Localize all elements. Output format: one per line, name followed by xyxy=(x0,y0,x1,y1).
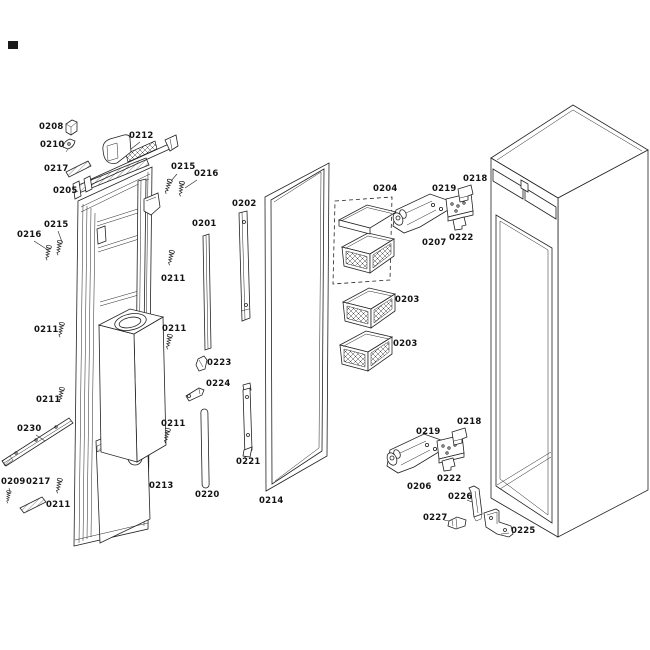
part-label-0210: 0210 xyxy=(40,140,65,150)
door-gasket xyxy=(264,162,330,492)
part-label-0216-top: 0216 xyxy=(194,169,219,179)
screw-icon-0211-f xyxy=(54,477,64,494)
cap-0208-icon xyxy=(65,119,78,136)
cabinet-body xyxy=(490,104,649,538)
door-bin xyxy=(341,232,395,274)
part-label-0224: 0224 xyxy=(206,379,231,389)
part-label-0203-b: 0203 xyxy=(393,339,418,349)
hinge-plate-0222-bottom xyxy=(441,457,456,472)
part-label-0211-e: 0211 xyxy=(161,419,186,429)
part-label-0211-a: 0211 xyxy=(161,274,186,284)
trim-bar-0202 xyxy=(238,210,251,322)
cabinet-top-trim-left xyxy=(492,168,524,200)
part-label-0211-f: 0211 xyxy=(46,500,71,510)
door-bin-0203-b xyxy=(339,330,393,372)
part-label-0203-a: 0203 xyxy=(395,295,420,305)
foot-bracket-0225 xyxy=(483,508,514,538)
screw-icon-0209 xyxy=(4,489,12,504)
leader-lines xyxy=(8,141,510,535)
trim-bar-0201 xyxy=(202,233,212,351)
part-label-0217-top: 0217 xyxy=(44,164,69,174)
strip-0217-bottom-icon xyxy=(19,496,47,514)
part-label-0201: 0201 xyxy=(192,219,217,229)
screw-icon-0211-a xyxy=(166,249,176,266)
part-label-0223: 0223 xyxy=(207,358,232,368)
part-label-0212: 0212 xyxy=(129,131,154,141)
door-bin-0203-a xyxy=(342,287,396,329)
screw-icon-0216-top xyxy=(177,180,186,197)
part-label-0215-top: 0215 xyxy=(171,162,196,172)
part-label-0211-c: 0211 xyxy=(162,324,187,334)
part-label-0215-left: 0215 xyxy=(44,220,69,230)
trim-bar-0221 xyxy=(242,382,253,458)
part-label-0211-d: 0211 xyxy=(36,395,61,405)
part-label-0227: 0227 xyxy=(423,513,448,523)
clip-0224-icon xyxy=(185,387,205,402)
clip-0223-icon xyxy=(195,355,208,372)
part-label-0221: 0221 xyxy=(236,457,261,467)
corner-mark xyxy=(8,41,18,49)
door-bin-lid xyxy=(338,204,397,235)
bracket-0212 xyxy=(102,134,132,164)
part-label-0220: 0220 xyxy=(195,490,220,500)
trim-bar-0220 xyxy=(200,408,210,489)
door-top-rail-upper xyxy=(83,134,179,193)
cabinet-door-opening xyxy=(495,214,553,524)
clip-0210-icon xyxy=(62,138,76,153)
part-label-0218-top: 0218 xyxy=(463,174,488,184)
part-label-0226: 0226 xyxy=(448,492,473,502)
top-hinge-assembly xyxy=(392,184,474,234)
part-label-0219-top: 0219 xyxy=(432,184,457,194)
screw-icon-0215-left xyxy=(54,239,64,256)
part-label-0207: 0207 xyxy=(422,238,447,248)
part-label-0222-bottom: 0222 xyxy=(437,474,462,484)
bin-compartment-0204 xyxy=(332,196,397,285)
part-label-0204: 0204 xyxy=(373,184,398,194)
part-label-0213: 0213 xyxy=(149,481,174,491)
part-label-0202: 0202 xyxy=(232,199,257,209)
part-label-0217-bottom: 0217 xyxy=(26,477,51,487)
part-label-0209: 0209 xyxy=(1,477,26,487)
bottom-hinge-assembly xyxy=(386,427,514,538)
hinge-bracket-0218-bottom xyxy=(451,427,468,446)
hinge-plate-0222 xyxy=(452,216,467,231)
part-label-0211-b: 0211 xyxy=(34,325,59,335)
part-label-0205: 0205 xyxy=(53,186,78,196)
cabinet-top-trim-right xyxy=(524,187,557,220)
bolt-0227-icon xyxy=(447,516,467,530)
screw-icon-0216-left xyxy=(43,244,53,261)
strip-0230 xyxy=(1,417,74,467)
part-label-0219-bottom: 0219 xyxy=(416,427,441,437)
part-label-0214: 0214 xyxy=(259,496,284,506)
part-label-0222-top: 0222 xyxy=(449,233,474,243)
water-tank xyxy=(97,308,167,463)
part-label-0216-left: 0216 xyxy=(17,230,42,240)
screw-icon-0211-c xyxy=(164,333,174,350)
part-label-0218-bottom: 0218 xyxy=(457,417,482,427)
part-label-0225: 0225 xyxy=(511,526,536,536)
door-assembly xyxy=(72,134,179,547)
strip-0217-top-icon xyxy=(65,160,92,178)
part-label-0206: 0206 xyxy=(407,482,432,492)
part-label-0230: 0230 xyxy=(17,424,42,434)
part-label-0208: 0208 xyxy=(39,122,64,132)
